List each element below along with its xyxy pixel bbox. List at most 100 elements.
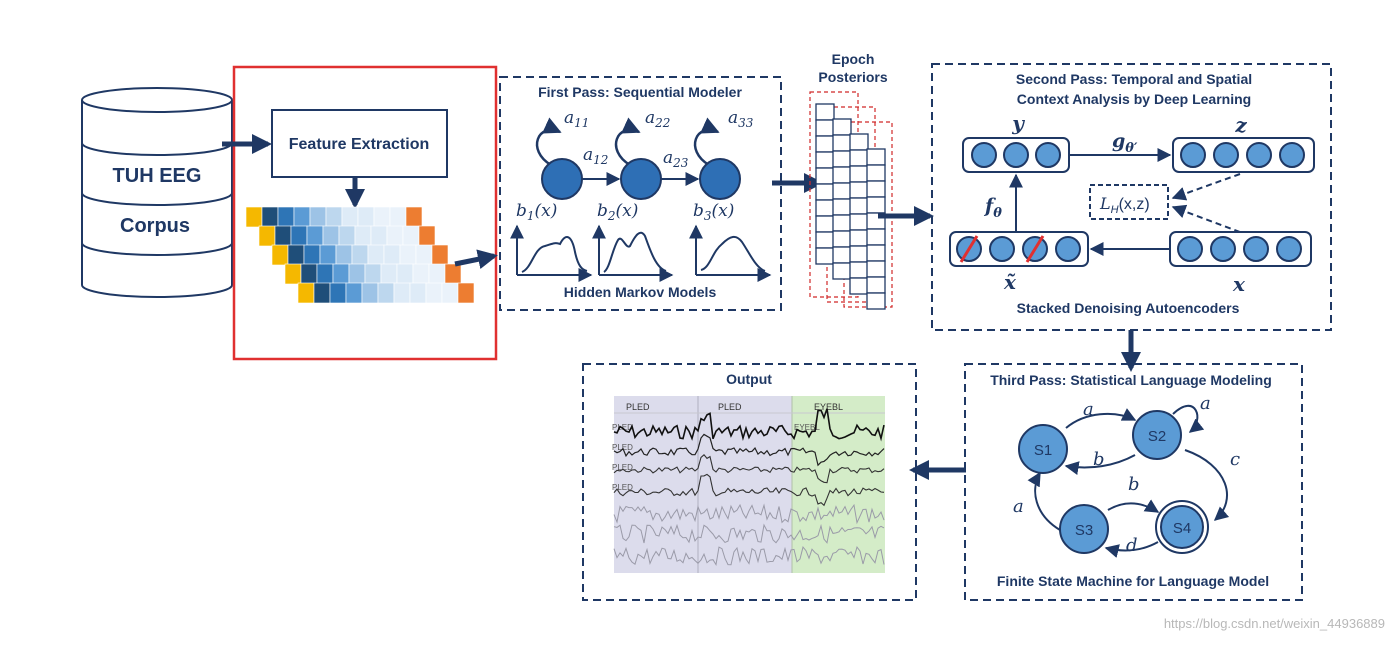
fsm-edge-s3-s1 <box>1027 471 1061 531</box>
feature-cell <box>428 263 446 285</box>
loss-box <box>1089 184 1169 220</box>
feature-extraction-label: Feature Extraction <box>289 136 429 153</box>
channel-label-3: PLED <box>612 463 633 472</box>
feature-cell <box>335 244 353 266</box>
posterior-cell <box>832 262 852 280</box>
emission-plot-2 <box>592 224 674 282</box>
posterior-cell <box>866 292 886 310</box>
fsm-label-s3-s4: b <box>1128 474 1140 495</box>
fsm-label-s2-s1: b <box>1093 449 1105 470</box>
database-label-line1: TUH EEG <box>113 165 202 187</box>
x-unit <box>1243 236 1269 262</box>
feature-cell <box>431 244 449 266</box>
loss-from-z-arrow <box>1171 173 1241 201</box>
eeg-trace <box>613 503 885 525</box>
feature-cell <box>425 282 443 304</box>
posterior-cell <box>849 245 869 263</box>
epoch-label-line1: Epoch <box>832 51 875 67</box>
z-unit <box>1279 142 1305 168</box>
posterior-cell <box>849 149 869 167</box>
posterior-cell <box>849 277 869 295</box>
first-pass-footer: Hidden Markov Models <box>564 284 717 300</box>
hmm-state-2 <box>620 158 662 200</box>
second-pass-title-line1: Second Pass: Temporal and Spatial <box>1016 71 1252 87</box>
posterior-cell <box>815 103 835 121</box>
z-unit <box>1246 142 1272 168</box>
eeg-trace <box>613 473 885 507</box>
output-title: Output <box>726 371 772 387</box>
z-layer <box>1172 137 1315 173</box>
posterior-cell <box>815 135 835 153</box>
feature-cell <box>332 263 350 285</box>
encoder-label: fθ <box>983 195 1002 221</box>
first-pass-title: First Pass: Sequential Modeler <box>538 84 742 100</box>
feature-cell <box>370 225 388 247</box>
feature-cell <box>297 282 315 304</box>
hmm-self-loop-2 <box>614 117 641 167</box>
fsm-edge-s2-s4 <box>1184 449 1230 521</box>
posterior-cell <box>832 230 852 248</box>
feature-cell <box>357 206 375 228</box>
eeg-trace <box>613 408 885 442</box>
feature-cell <box>329 282 347 304</box>
fsm-edge-s4-s3 <box>1104 541 1159 558</box>
channel-label-4: PLED <box>612 483 633 492</box>
feature-cell <box>457 282 475 304</box>
feature-cell <box>373 206 391 228</box>
third-pass-title: Third Pass: Statistical Language Modelin… <box>990 372 1272 388</box>
hmm-state-3 <box>699 158 741 200</box>
emission-plot-3 <box>689 224 772 282</box>
feature-cell <box>277 206 295 228</box>
decoder-label: gθ′ <box>1112 130 1138 156</box>
third-pass-footer: Finite State Machine for Language Model <box>997 573 1269 589</box>
feature-cell <box>245 206 263 228</box>
feature-cell <box>354 225 372 247</box>
dropout-mark <box>1025 235 1045 263</box>
posterior-cell <box>849 213 869 231</box>
hmm-self-loop-1 <box>535 117 562 167</box>
fsm-state-s1 <box>1018 424 1068 474</box>
feature-cell <box>313 282 331 304</box>
feature-cell <box>341 206 359 228</box>
eeg-trace <box>613 523 885 544</box>
eeg-trace <box>613 545 885 566</box>
feature-cell <box>389 206 407 228</box>
posterior-cell <box>832 134 852 152</box>
y-unit <box>1035 142 1061 168</box>
hmm-self-loop-3 <box>693 117 720 167</box>
feature-cell <box>274 225 292 247</box>
posterior-cell <box>815 231 835 249</box>
posterior-cell <box>815 167 835 185</box>
fsm-state-s4-label: S4 <box>1173 520 1191 537</box>
fsm-label-s2-s4: c <box>1230 449 1240 470</box>
fsm-edge-s3-s4 <box>1107 499 1160 513</box>
posterior-cell <box>849 229 869 247</box>
feature-cell <box>306 225 324 247</box>
feature-cell <box>338 225 356 247</box>
feature-cell <box>319 244 337 266</box>
feature-vector-matrix <box>245 206 475 304</box>
x-label: x <box>1232 272 1246 296</box>
x-unit <box>1210 236 1236 262</box>
fsm-state-s1-label: S1 <box>1034 442 1052 459</box>
emission-b3: b3(x) <box>693 201 734 223</box>
eeg-region-pled <box>614 396 792 573</box>
watermark-text: https://blog.csdn.net/weixin_44936889 <box>1164 616 1385 631</box>
feature-cell <box>309 206 327 228</box>
feature-cell <box>393 282 411 304</box>
fsm-label-s2-self: a <box>1200 393 1211 414</box>
emission-plot-1 <box>510 224 593 282</box>
loss-from-x-arrow <box>1171 204 1241 233</box>
y-unit <box>971 142 997 168</box>
feature-cell <box>409 282 427 304</box>
posterior-cell <box>849 165 869 183</box>
feature-cell <box>405 206 423 228</box>
posterior-cell <box>815 215 835 233</box>
corrupted-input-layer <box>949 231 1089 267</box>
eeg-region-eyebl <box>792 396 885 573</box>
posterior-cell <box>815 119 835 137</box>
feature-cell <box>399 244 417 266</box>
feature-cell <box>351 244 369 266</box>
label-a22: a22 <box>645 108 670 130</box>
z-unit <box>1180 142 1206 168</box>
